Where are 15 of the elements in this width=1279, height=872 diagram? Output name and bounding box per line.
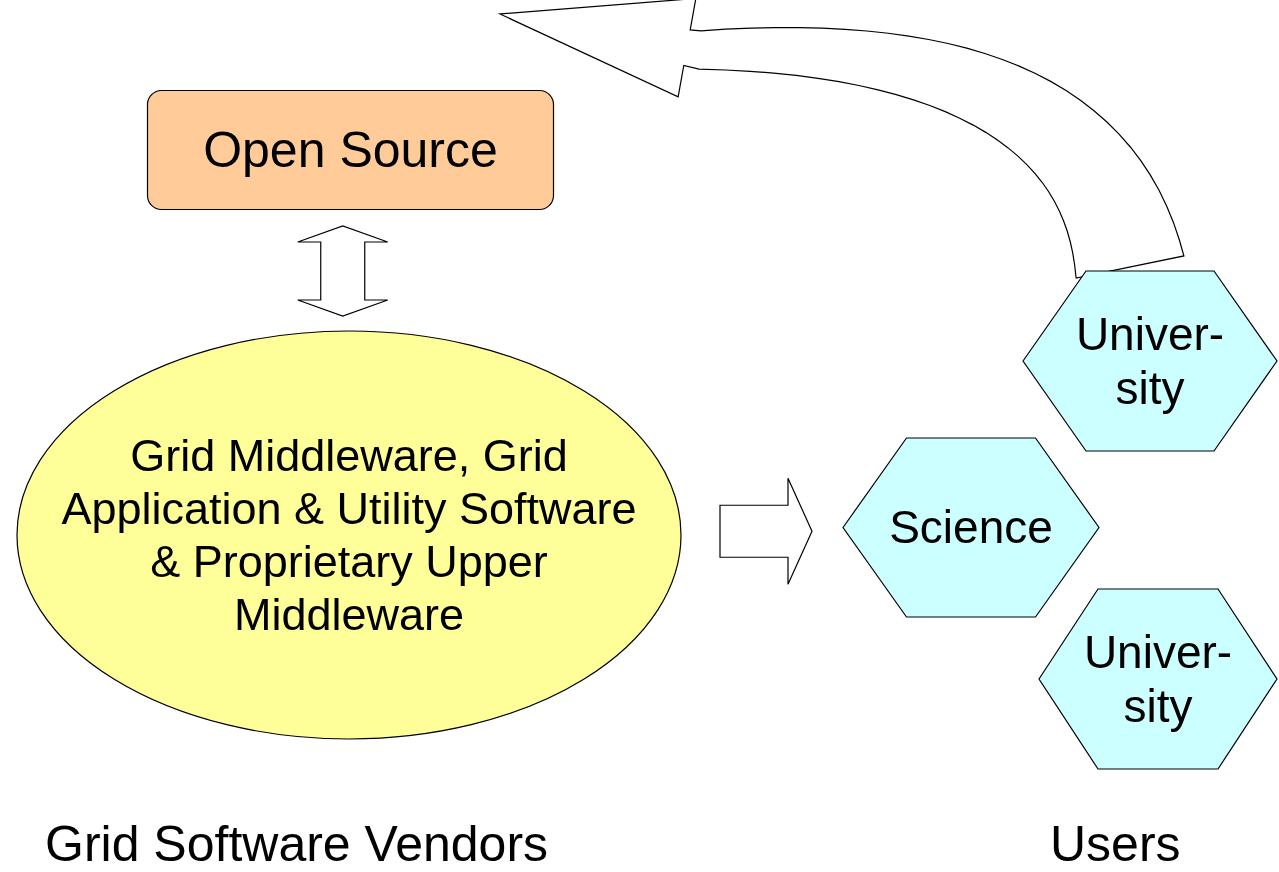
block-arrow (719, 477, 813, 585)
hexagon-node (1038, 588, 1278, 770)
process-box (147, 90, 554, 210)
block-arrow (497, 0, 1185, 279)
caption-text: Users (1050, 815, 1181, 872)
hexagon-node (842, 437, 1100, 618)
node-text: Univer- sity (1074, 306, 1226, 416)
node-text: Open Source (202, 120, 499, 180)
node-text: Science (888, 500, 1054, 555)
node-text: Univer- sity (1082, 624, 1234, 734)
hexagon-node (1022, 270, 1278, 452)
ellipse-node (16, 330, 682, 740)
block-arrow (297, 225, 389, 317)
node-text: Grid Middleware, Grid Application & Utility Software & Proprietary Upper Middleware (60, 428, 638, 642)
caption-text: Grid Software Vendors (45, 815, 549, 872)
